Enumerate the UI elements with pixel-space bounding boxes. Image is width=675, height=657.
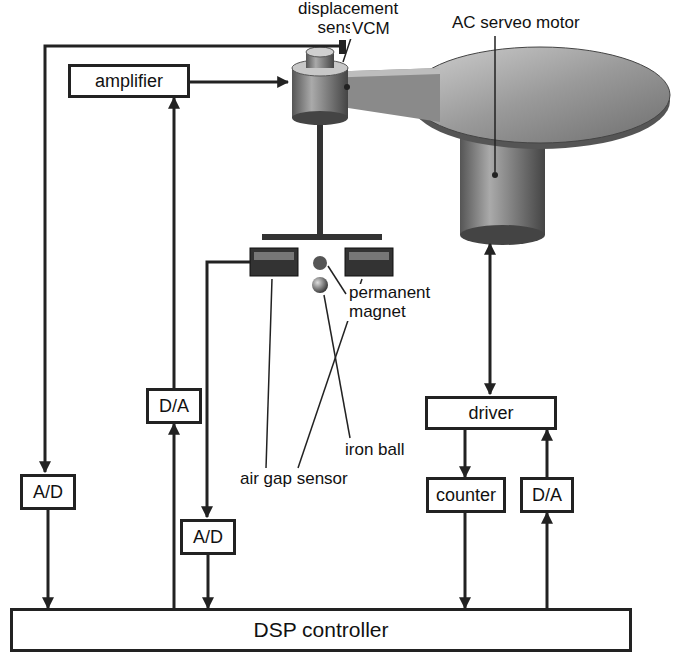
part-label: iron ball [343,441,407,460]
part-label: air gap sensor [238,470,350,489]
part-label: VCM [350,20,392,39]
signal-arrow [47,510,50,608]
signal-arrow [173,424,176,608]
part-label: AC serveo motor [450,14,582,33]
signal-arrow [546,430,549,477]
signal-arrow [207,555,210,608]
controller-bar: DSP controller [10,608,632,652]
box-label: amplifier [95,71,163,92]
box-label: driver [468,403,513,424]
box-label: A/D [193,527,223,548]
counter-box: counter [426,477,506,513]
signal-arrow [464,430,467,477]
signal-arrow [464,513,467,608]
converter-box: D/A [520,477,574,513]
box-label: DSP controller [253,618,388,642]
signal-wires [45,46,490,517]
converter-box: D/A [146,388,202,424]
box-label: D/A [532,485,562,506]
part-label: permanent magnet [347,284,443,321]
displacement-sensor-probe [339,40,346,54]
driver-box: driver [425,396,557,430]
amplifier-box: amplifier [68,64,190,98]
box-label: counter [436,485,496,506]
signal-arrow [173,98,176,388]
iron-ball [312,277,328,293]
vcm-actuator [292,40,350,236]
signal-arrow [546,513,549,608]
box-label: D/A [159,396,189,417]
rotating-disk [322,47,670,149]
converter-box: A/D [20,474,76,510]
box-label: A/D [33,482,63,503]
permanent-magnet [313,256,327,270]
converter-box: A/D [180,519,236,555]
